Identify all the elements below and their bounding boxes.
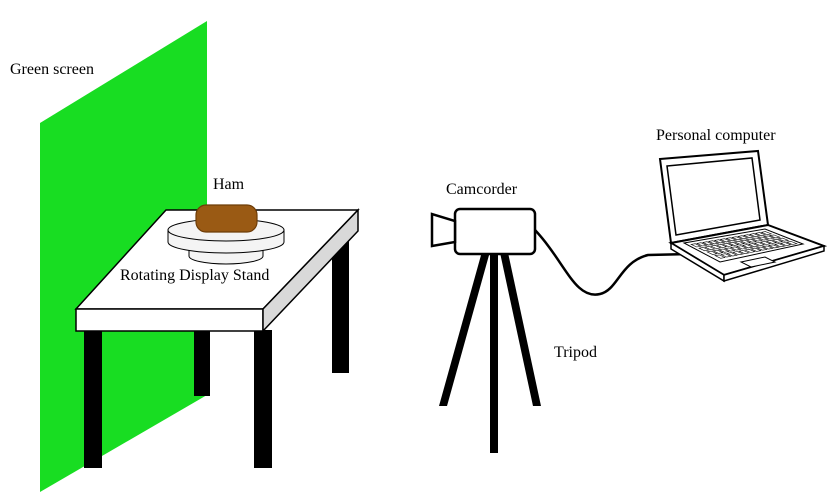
keyboard-key (785, 241, 798, 245)
label-ham: Ham (213, 176, 245, 193)
label-tripod: Tripod (554, 344, 597, 361)
keyboard-key (725, 237, 738, 242)
keyboard-key (717, 248, 730, 253)
keyboard-key (719, 238, 732, 243)
keyboard-key (701, 241, 714, 246)
keyboard-key (721, 242, 734, 247)
keyboard-key (738, 250, 750, 255)
keyboard-key (771, 238, 784, 243)
ham (195, 204, 258, 233)
personal-computer (658, 149, 828, 283)
keyboard-key (720, 253, 732, 258)
keyboard-key (731, 251, 744, 256)
keyboard-key (709, 244, 722, 249)
table-leg-back-left (194, 318, 210, 396)
keyboard-key (739, 239, 752, 244)
keyboard-key (733, 240, 746, 245)
keyboard-key (745, 238, 758, 243)
keyboard-key (753, 242, 766, 246)
keyboard-key (707, 240, 720, 245)
keyboard-key (761, 245, 774, 250)
label-personal-computer: Personal computer (656, 127, 776, 144)
table-front-edge (75, 308, 264, 332)
keyboard-key (736, 235, 749, 240)
keyboard-key (729, 246, 742, 251)
table-leg-front-right (254, 330, 272, 468)
tripod (439, 248, 541, 453)
keyboard-key (747, 243, 760, 248)
keyboard-key (767, 244, 780, 249)
keyboard-key (743, 248, 756, 253)
keyboard-key (713, 239, 726, 244)
keyboard-key (741, 244, 754, 249)
keyboard-key (773, 243, 786, 248)
keyboard-key (760, 231, 773, 235)
keyboard-key (755, 246, 768, 251)
camcorder (430, 207, 537, 256)
keyboard-key (714, 254, 726, 259)
keyboard-key (690, 243, 702, 248)
camcorder-cable (534, 229, 691, 296)
label-green-screen: Green screen (10, 61, 94, 78)
keyboard-key (730, 236, 743, 241)
keyboard-key (698, 247, 710, 252)
keyboard-key (726, 252, 738, 257)
table-side-edge (262, 208, 359, 333)
keyboard-key (723, 247, 736, 252)
label-camcorder: Camcorder (446, 181, 518, 198)
keyboard-key (768, 234, 781, 239)
keyboard-key (727, 241, 740, 246)
keyboard-key (756, 236, 770, 241)
keyboard-key (735, 245, 748, 250)
keyboard-key (762, 235, 775, 240)
label-rotating-display-stand: Rotating Display Stand (120, 267, 270, 284)
keyboard-key (749, 247, 762, 252)
keyboard-key (779, 242, 792, 246)
keyboard-key (765, 239, 778, 244)
keyboard-key (777, 237, 790, 242)
keyboard-key (695, 242, 708, 247)
table-leg-front-left (84, 330, 102, 468)
keyboard-key (751, 237, 764, 242)
keyboard-key (711, 249, 724, 254)
keyboard-keys (690, 231, 798, 259)
table-leg-back-right (332, 240, 349, 373)
keyboard-key (754, 232, 767, 237)
keyboard-key (759, 241, 772, 245)
keyboard-key (706, 250, 718, 255)
keyboard-key (742, 234, 755, 239)
keyboard-key (715, 243, 728, 248)
keyboard-key (748, 233, 761, 238)
keyboard-key (703, 246, 716, 251)
